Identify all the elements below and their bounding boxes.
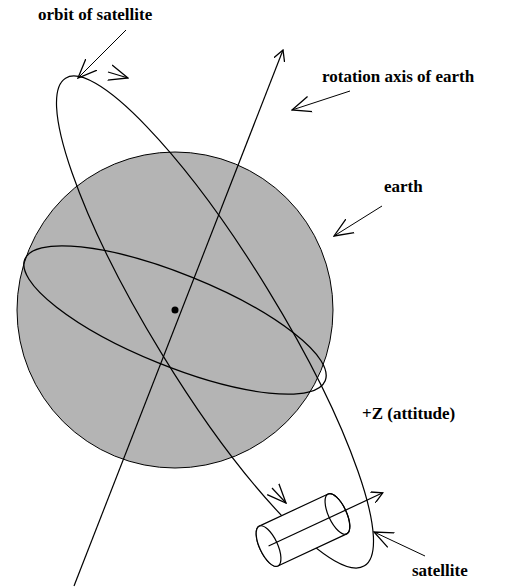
orbit: [13, 46, 418, 588]
earth-center: [172, 307, 179, 314]
figure-label: +Z (attitude): [362, 405, 455, 424]
figure-label: satellite: [412, 562, 468, 581]
figure-label: earth: [384, 178, 423, 197]
leader-arrow: [334, 206, 382, 236]
leader-arrow: [292, 91, 350, 110]
satellite-body: [251, 473, 392, 570]
orbit-direction-arrow: [108, 72, 128, 78]
rotation-axis: [74, 50, 283, 586]
figure-label: orbit of satellite: [38, 6, 152, 25]
leader-arrow: [374, 532, 425, 556]
orbit-direction-arrow: [272, 488, 286, 503]
earth-sphere: [17, 152, 333, 468]
leader-arrow: [78, 30, 126, 78]
figure-label: rotation axis of earth: [322, 68, 474, 87]
equator: [8, 217, 343, 424]
